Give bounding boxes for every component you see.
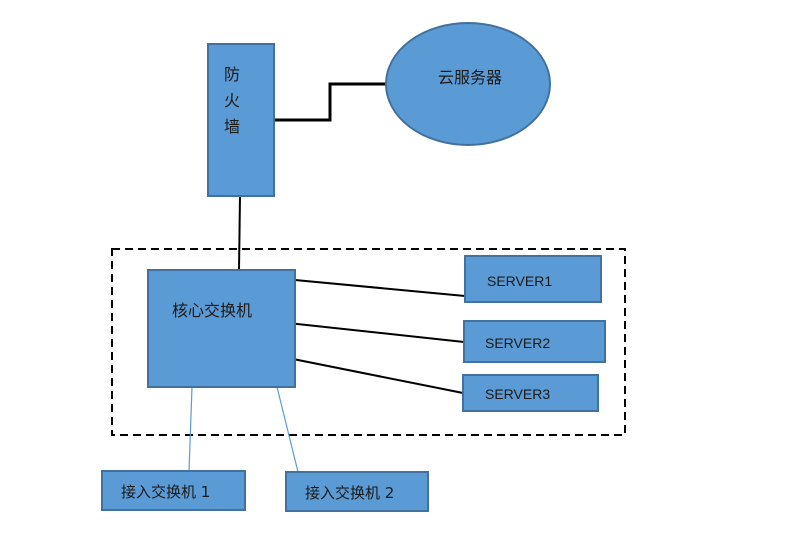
server2-node[interactable] (463, 320, 606, 363)
edge-core-access2 (276, 386, 299, 473)
core-switch-label: 核心交换机 (172, 301, 253, 320)
edge-firewall-core (238, 195, 241, 271)
access-switch-2-label: 接入交换机 2 (305, 484, 395, 502)
server2-label: SERVER2 (485, 335, 551, 351)
edge-core-server2 (287, 322, 465, 343)
server1-label: SERVER1 (487, 273, 553, 289)
access-switch-2-node[interactable] (285, 471, 429, 512)
cloud-server-label: 云服务器 (438, 68, 503, 87)
server3-label: SERVER3 (485, 386, 551, 402)
access-switch-1-label: 接入交换机 1 (121, 483, 211, 501)
server1-node[interactable] (464, 255, 602, 303)
server3-node[interactable] (462, 374, 599, 412)
cloud-server-node[interactable] (385, 22, 551, 146)
firewall-label: 防 火 墙 (223, 65, 240, 136)
access-switch-1-node[interactable] (101, 470, 246, 511)
firewall-node[interactable] (207, 43, 275, 197)
edge-core-server1 (294, 279, 466, 297)
core-switch-node[interactable] (147, 269, 296, 388)
edge-firewall-cloud (274, 82, 386, 122)
edge-core-access1 (188, 386, 193, 472)
core-zone-boundary (111, 248, 626, 436)
edge-core-server3 (282, 356, 464, 394)
